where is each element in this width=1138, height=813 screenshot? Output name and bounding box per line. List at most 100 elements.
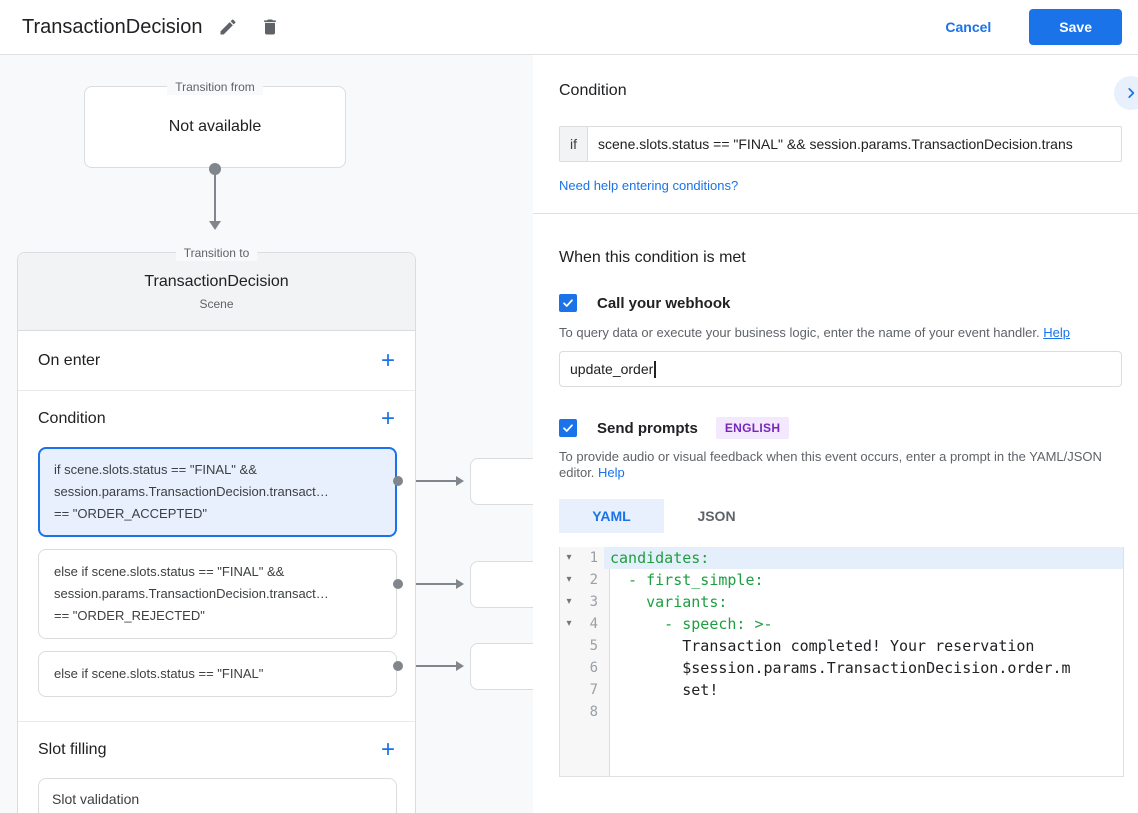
connector-line: [400, 665, 456, 667]
add-condition-button[interactable]: +: [380, 405, 395, 432]
connector-arrow: [456, 476, 464, 486]
condition-item-final[interactable]: else if scene.slots.status == "FINAL": [38, 651, 397, 697]
conditions-help-link[interactable]: Need help entering conditions?: [559, 178, 739, 193]
code-text[interactable]: variants:: [610, 593, 728, 611]
editor-gutter: [560, 547, 610, 776]
code-text[interactable]: set!: [610, 681, 719, 699]
code-text[interactable]: candidates:: [604, 547, 1123, 569]
webhook-help-link[interactable]: Help: [1043, 325, 1070, 340]
condition-section-label: Condition: [38, 410, 106, 427]
fold-icon: [560, 657, 578, 679]
condition-item-accepted[interactable]: if scene.slots.status == "FINAL" && sess…: [38, 447, 397, 537]
fold-icon[interactable]: ▾: [566, 574, 572, 585]
flow-canvas: Transition from Not available Transition…: [0, 55, 533, 813]
condition-detail-panel: Condition if scene.slots.status == "FINA…: [533, 55, 1138, 813]
panel-divider: [533, 213, 1138, 214]
collapse-panel-button[interactable]: [1114, 76, 1138, 110]
condition-section: Condition + if scene.slots.status == "FI…: [18, 391, 415, 722]
connector-line: [400, 583, 456, 585]
text-cursor: [654, 360, 656, 378]
top-bar: TransactionDecision Cancel Save: [0, 0, 1138, 55]
call-webhook-checkbox[interactable]: [559, 294, 577, 312]
code-line: ▾ 1 candidates:: [560, 547, 1123, 569]
code-text[interactable]: Transaction completed! Your reservation: [610, 637, 1035, 655]
code-line: ▾ 2 - first_simple:: [560, 569, 1123, 591]
code-line: 7 set!: [560, 679, 1123, 701]
transition-from-box: Transition from Not available: [84, 79, 346, 168]
prompts-description-text: To provide audio or visual feedback when…: [559, 449, 1102, 480]
if-prefix: if: [560, 127, 588, 161]
edit-button[interactable]: [212, 11, 244, 43]
connector-line: [214, 170, 216, 223]
pencil-icon: [218, 17, 238, 37]
trash-icon: [260, 17, 280, 37]
transition-target-box[interactable]: [470, 643, 533, 690]
connector-line: [400, 480, 456, 482]
delete-button[interactable]: [254, 11, 286, 43]
scene-title: TransactionDecision: [144, 272, 289, 290]
code-line: ▾ 4 - speech: >-: [560, 613, 1123, 635]
fold-icon[interactable]: ▾: [566, 552, 572, 563]
add-on-enter-button[interactable]: +: [380, 346, 395, 374]
transition-target-box[interactable]: [470, 561, 533, 608]
checkmark-icon: [562, 297, 574, 309]
panel-heading: Condition: [559, 82, 627, 99]
checkmark-icon: [562, 422, 574, 434]
code-text[interactable]: [604, 701, 1123, 723]
when-condition-heading: When this condition is met: [559, 249, 746, 266]
line-number: 3: [589, 594, 598, 610]
tab-yaml[interactable]: YAML: [559, 499, 664, 533]
fold-icon: [560, 635, 578, 657]
send-prompts-checkbox[interactable]: [559, 419, 577, 437]
event-handler-value: update_order: [570, 361, 654, 377]
slot-validation-item[interactable]: Slot validation: [38, 778, 397, 813]
transition-target-box[interactable]: [470, 458, 533, 505]
condition-expression-value: scene.slots.status == "FINAL" && session…: [598, 136, 1073, 152]
call-webhook-label[interactable]: Call your webhook: [597, 294, 731, 312]
page-title: TransactionDecision: [22, 15, 203, 38]
webhook-description-text: To query data or execute your business l…: [559, 325, 1040, 340]
transition-to-legend: Transition to: [175, 245, 258, 261]
prompt-code-editor[interactable]: ▾ 1 candidates: ▾ 2 - first_simple: ▾ 3 …: [559, 547, 1124, 777]
editor-format-tabs: YAML JSON: [559, 499, 1122, 533]
connector-arrow: [456, 579, 464, 589]
scene-card: Transition to TransactionDecision Scene …: [17, 245, 416, 813]
on-enter-label: On enter: [38, 351, 101, 369]
condition-edge-dot: [393, 661, 403, 671]
code-text[interactable]: - first_simple:: [610, 571, 764, 589]
chevron-right-icon: [1124, 86, 1138, 100]
code-line: ▾ 3 variants:: [560, 591, 1123, 613]
cancel-button[interactable]: Cancel: [929, 11, 1007, 43]
webhook-description: To query data or execute your business l…: [559, 325, 1122, 341]
fold-icon[interactable]: ▾: [566, 618, 572, 629]
code-line: 8: [560, 701, 1123, 723]
condition-edge-dot: [393, 579, 403, 589]
line-number: 1: [589, 550, 598, 566]
tab-json[interactable]: JSON: [697, 508, 736, 524]
slot-filling-label: Slot filling: [38, 741, 107, 758]
line-number: 2: [589, 572, 598, 588]
code-line: 6 $session.params.TransactionDecision.or…: [560, 657, 1123, 679]
prompts-help-link[interactable]: Help: [598, 465, 625, 480]
fold-icon[interactable]: ▾: [566, 596, 572, 607]
connector-dot: [209, 163, 221, 175]
line-number: 4: [589, 616, 598, 632]
slot-filling-section: Slot filling + Slot validation: [18, 722, 415, 813]
on-enter-section: On enter +: [18, 331, 415, 391]
prompts-description: To provide audio or visual feedback when…: [559, 449, 1122, 481]
add-slot-button[interactable]: +: [380, 736, 395, 763]
scene-subtitle: Scene: [199, 296, 234, 311]
condition-expression-field[interactable]: if scene.slots.status == "FINAL" && sess…: [559, 126, 1122, 162]
condition-item-rejected[interactable]: else if scene.slots.status == "FINAL" &&…: [38, 549, 397, 639]
code-text[interactable]: $session.params.TransactionDecision.orde…: [610, 659, 1071, 677]
send-prompts-label[interactable]: Send prompts: [597, 419, 698, 437]
code-text[interactable]: - speech: >-: [610, 615, 773, 633]
content: Transition from Not available Transition…: [0, 55, 1138, 813]
condition-edge-dot: [393, 476, 403, 486]
save-button[interactable]: Save: [1029, 9, 1122, 45]
language-badge: ENGLISH: [715, 417, 790, 439]
event-handler-input[interactable]: update_order: [559, 351, 1122, 387]
connector-arrow: [456, 661, 464, 671]
transition-from-content: Not available: [168, 118, 262, 135]
